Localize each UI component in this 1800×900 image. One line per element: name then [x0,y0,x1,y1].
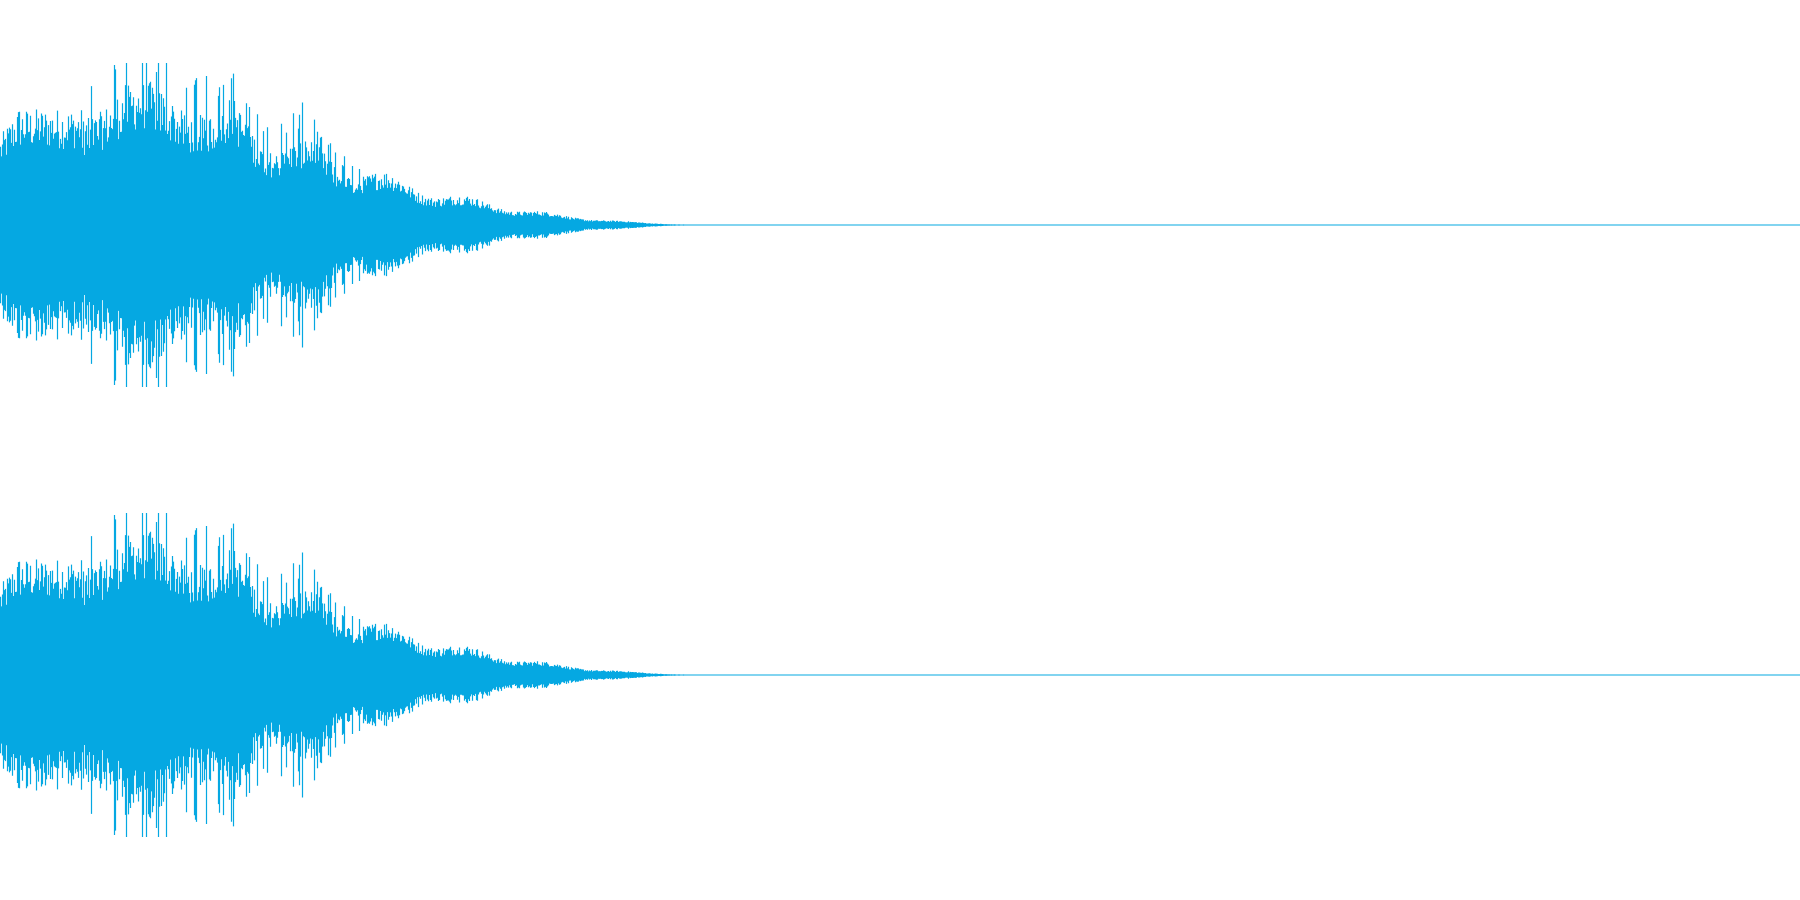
waveform-channel-right[interactable] [0,513,1800,837]
waveform-amplitude-trace [0,513,701,837]
waveform-amplitude-trace [0,63,701,387]
waveform-channel-left[interactable] [0,63,1800,387]
